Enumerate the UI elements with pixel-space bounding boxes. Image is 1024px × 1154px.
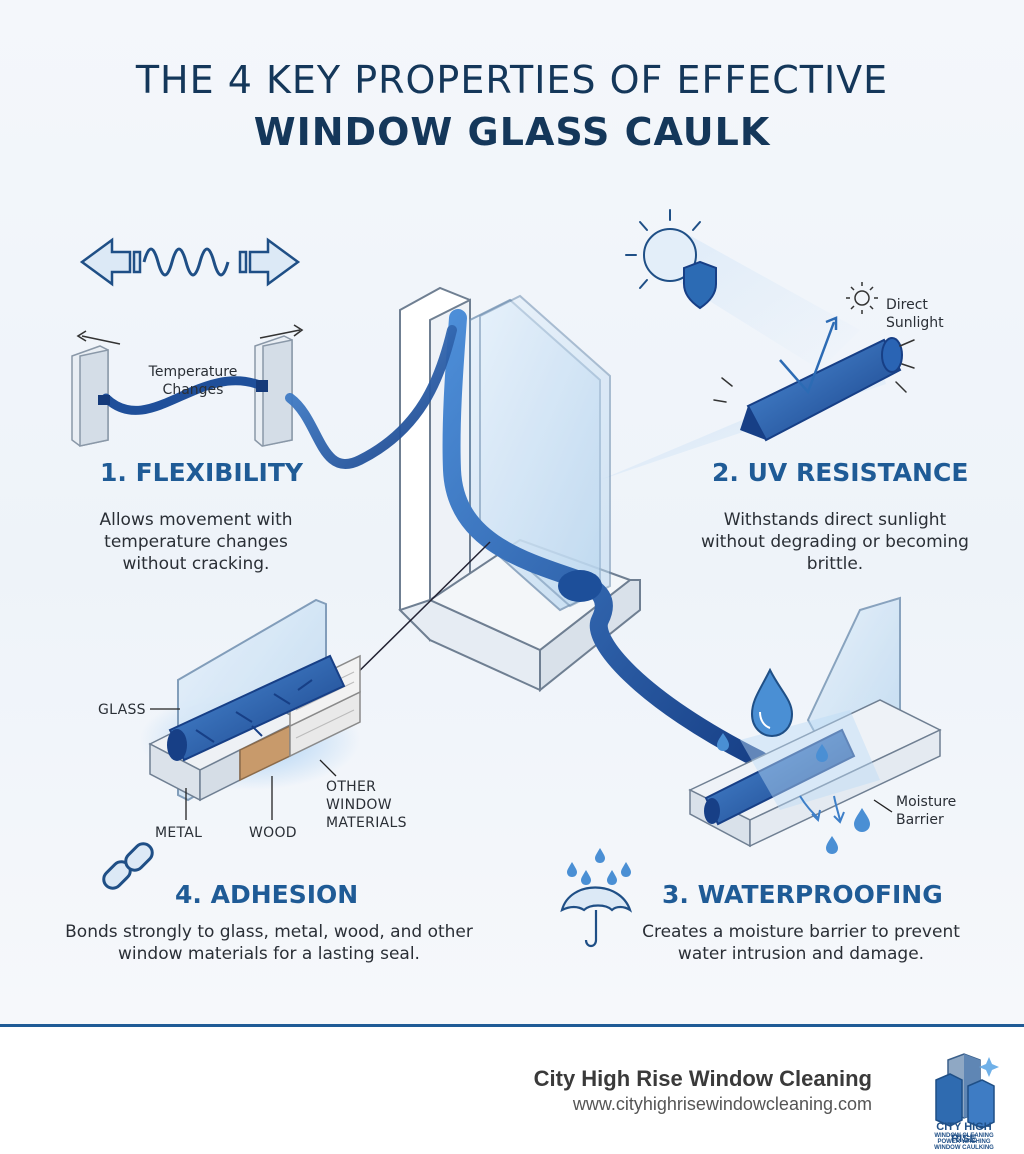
uv-resistance-heading: 2. UV RESISTANCE — [712, 458, 969, 487]
adhesion-diagram — [140, 598, 361, 802]
window-glass — [469, 294, 611, 612]
flexibility-heading: 1. FLEXIBILITY — [100, 458, 304, 487]
adhesion-leader-lines — [150, 708, 337, 820]
metal-label: METAL — [155, 825, 203, 841]
direct-sunlight-label: Direct Sunlight — [886, 297, 944, 331]
glass-label: GLASS — [98, 702, 146, 718]
brand-block: City High Rise Window Cleaning www.cityh… — [534, 1066, 872, 1115]
title-line-1: THE 4 KEY PROPERTIES OF EFFECTIVE — [135, 58, 889, 102]
footer-divider — [0, 1024, 1024, 1027]
logo-title: CITY HIGH RISE — [936, 1121, 992, 1145]
company-url: www.cityhighrisewindowcleaning.com — [572, 1094, 872, 1114]
flex-arrows — [76, 324, 304, 345]
adhesion-heading: 4. ADHESION — [175, 880, 359, 909]
logo-subtitle: WINDOW CLEANING POWER WASHING WINDOW CAU… — [924, 1133, 1004, 1151]
flex-caulk-strand — [101, 376, 267, 415]
caulk-diagram-illustration — [71, 209, 942, 948]
uv-caulk-tube — [740, 316, 903, 442]
logo-subtitle-2: POWER WASHING — [937, 1139, 991, 1145]
temperature-changes-label: Temperature Changes — [148, 364, 238, 398]
flexibility-description: Allows movement with temperature changes… — [99, 510, 293, 574]
wood-label: WOOD — [249, 825, 297, 841]
moisture-barrier-label: Moisture Barrier — [896, 794, 957, 828]
waterproofing-description: Creates a moisture barrier to prevent wa… — [642, 922, 960, 964]
uv-resistance-description: Withstands direct sunlight without degra… — [701, 510, 969, 574]
flexibility-diagram — [71, 335, 293, 447]
sun-shield-icon — [625, 209, 717, 310]
umbrella-rain-icon — [560, 848, 633, 948]
company-name: City High Rise Window Cleaning — [533, 1066, 872, 1091]
stretch-arrows-icon — [79, 237, 301, 287]
company-logo — [935, 1053, 999, 1129]
adhesion-description: Bonds strongly to glass, metal, wood, an… — [65, 922, 473, 964]
logo-subtitle-3: WINDOW CAULKING — [934, 1145, 994, 1151]
waterproofing-diagram — [688, 596, 942, 854]
chain-link-icon — [102, 842, 154, 890]
waterproofing-heading: 3. WATERPROOFING — [662, 880, 943, 909]
title-line-2: WINDOW GLASS CAULK — [253, 110, 771, 154]
uv-sparkle-lines — [713, 339, 915, 403]
small-sun-icon — [846, 282, 878, 314]
other-materials-label: OTHER WINDOW MATERIALS — [326, 779, 407, 831]
logo-subtitle-1: WINDOW CLEANING — [934, 1133, 994, 1139]
